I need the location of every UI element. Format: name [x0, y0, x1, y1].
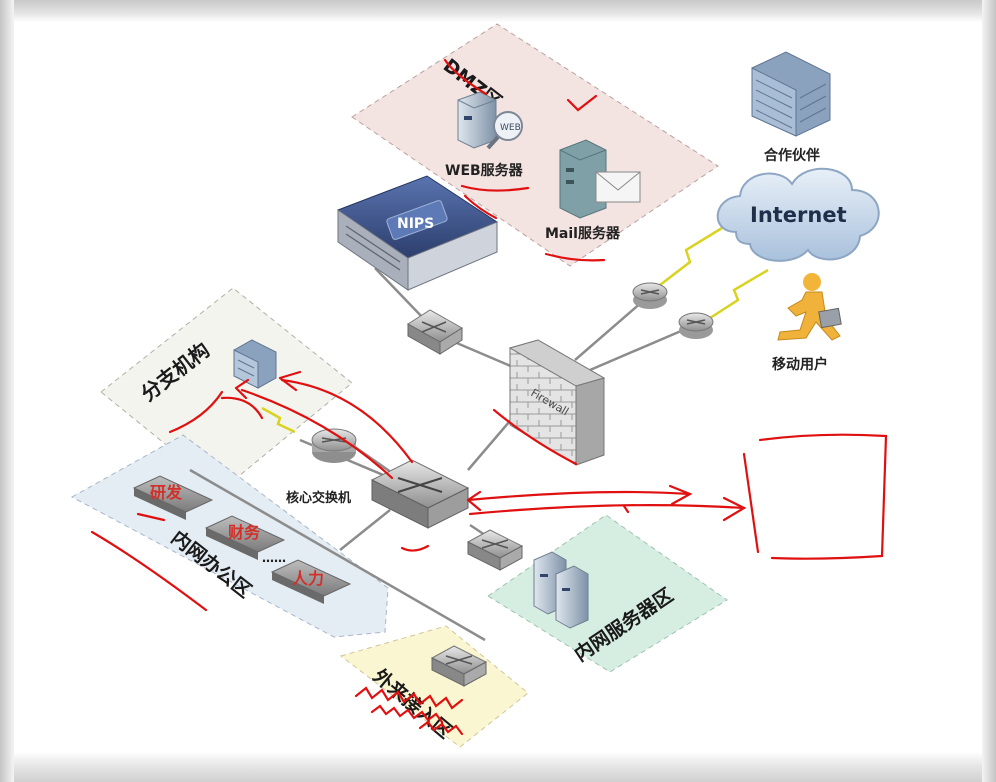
- nips-label: NIPS: [397, 216, 434, 232]
- red-annotations: [90, 58, 888, 736]
- core-switch-label: 核心交换机: [286, 490, 351, 506]
- mail-server-icon: [559, 139, 641, 219]
- router-icon-lower: [678, 312, 714, 339]
- branch-building-icon: [233, 339, 277, 389]
- firewall-icon: Firewall: [508, 339, 606, 466]
- dept-hr-label: 人力: [292, 569, 324, 588]
- switch-icon-guest: [430, 645, 488, 687]
- guest-zone: [339, 625, 529, 748]
- server-zone: [487, 514, 728, 673]
- wireless-links: [261, 226, 769, 434]
- router-icon-upper: [632, 282, 668, 309]
- switch-icon-server-zone: [466, 529, 524, 571]
- web-icon-label: WEB: [500, 123, 521, 133]
- mail-server-label: Mail服务器: [545, 225, 621, 242]
- mobile-user-label: 移动用户: [772, 356, 828, 373]
- router-icon-core: [311, 428, 357, 463]
- web-server-icon: WEB: [457, 91, 523, 150]
- dept-hr-node: 人力: [270, 559, 352, 604]
- nips-device: NIPS: [336, 175, 499, 291]
- web-server-label: WEB服务器: [445, 162, 524, 179]
- core-switch-icon: [370, 459, 470, 529]
- switch-icon-upper: [407, 309, 463, 355]
- dept-ellipsis: ……: [262, 551, 286, 565]
- dept-rnd-label: 研发: [150, 483, 183, 502]
- intranet-server-icon: [533, 551, 589, 629]
- internet-cloud-icon: [716, 167, 880, 262]
- dept-finance-node: 财务: [204, 515, 286, 560]
- partner-label: 合作伙伴: [764, 147, 820, 164]
- dmz-zone: [351, 23, 719, 267]
- screen-frame-left: [0, 0, 14, 782]
- dept-finance-label: 财务: [227, 523, 261, 542]
- mobile-user-icon: [777, 273, 842, 341]
- partner-building-icon: [751, 51, 831, 137]
- dept-rnd-node: 研发: [132, 475, 214, 520]
- screen-frame-right: [982, 0, 996, 782]
- internet-label: Internet: [750, 203, 847, 227]
